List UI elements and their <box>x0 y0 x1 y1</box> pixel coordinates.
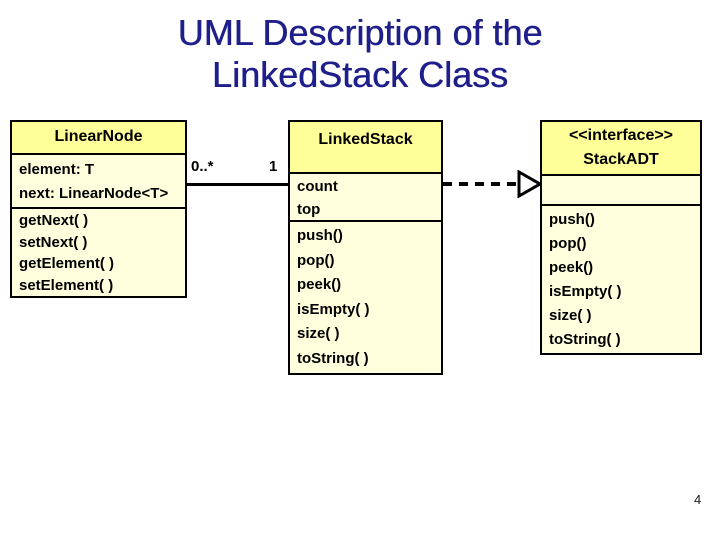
class-box-linkedstack: LinkedStack count top push() pop() peek(… <box>288 120 443 375</box>
realization-dashed-line <box>443 182 521 186</box>
linkedstack-attributes: count top <box>290 174 441 222</box>
multiplicity-label-linearnode: 0..* <box>191 158 214 175</box>
slide-title-line1: UML Description of the <box>177 12 543 53</box>
uml-method: getElement( ) <box>19 255 115 272</box>
page-number: 4 <box>694 492 702 507</box>
stackadt-header: <<interface>> StackADT <box>542 122 700 176</box>
stereotype-label: <<interface>> <box>568 127 674 144</box>
uml-method: toString( ) <box>297 349 369 367</box>
uml-method: isEmpty( ) <box>297 300 370 318</box>
uml-method: peek() <box>297 276 342 293</box>
class-name-linearnode: LinearNode <box>12 122 185 155</box>
linearnode-attributes: element: T next: LinearNode<T> <box>12 155 185 209</box>
slide-title: UML Description of the LinkedStack Class <box>0 12 720 96</box>
class-name-linkedstack: LinkedStack <box>290 122 441 174</box>
class-box-linearnode: LinearNode element: T next: LinearNode<T… <box>10 120 187 298</box>
class-name-stackadt: StackADT <box>583 151 659 168</box>
uml-attribute: element: T <box>19 161 95 178</box>
uml-attribute: count <box>297 178 338 195</box>
stackadt-methods: push() pop() peek() isEmpty( ) size( ) t… <box>542 206 700 353</box>
uml-method: setNext( ) <box>19 233 88 251</box>
uml-method: push() <box>549 211 595 228</box>
uml-attribute: next: LinearNode<T> <box>19 185 169 202</box>
uml-attribute: top <box>297 201 321 218</box>
stackadt-attributes-empty <box>542 176 700 206</box>
association-line <box>186 183 289 186</box>
multiplicity-label-linkedstack: 1 <box>269 158 278 175</box>
uml-method: toString( ) <box>549 331 621 348</box>
slide-title-line2: LinkedStack Class <box>211 54 509 95</box>
uml-method: setElement( ) <box>19 276 114 294</box>
uml-method: size( ) <box>297 325 340 342</box>
uml-method: peek() <box>549 259 594 276</box>
uml-method: isEmpty( ) <box>549 283 622 300</box>
uml-method: size( ) <box>549 307 592 324</box>
class-box-stackadt: <<interface>> StackADT push() pop() peek… <box>540 120 702 355</box>
realization-triangle-icon <box>517 169 544 203</box>
uml-method: getNext( ) <box>19 212 89 229</box>
uml-method: pop() <box>297 251 335 269</box>
uml-method: pop() <box>549 235 587 252</box>
uml-method: push() <box>297 227 343 244</box>
linearnode-methods: getNext( ) setNext( ) getElement( ) setE… <box>12 209 185 296</box>
linkedstack-methods: push() pop() peek() isEmpty( ) size( ) t… <box>290 222 441 373</box>
